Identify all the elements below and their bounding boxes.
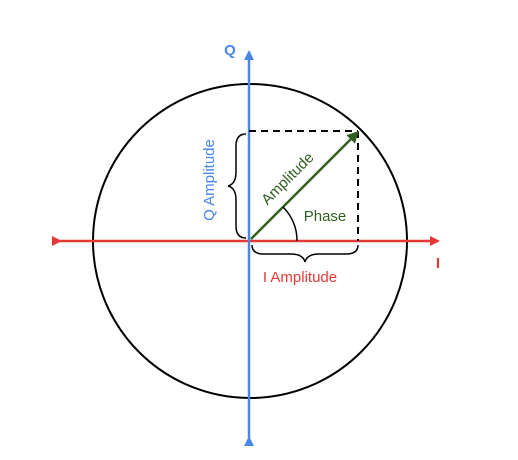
i-amplitude-brace <box>251 244 359 263</box>
phase-label: Phase <box>304 208 347 225</box>
i-axis-label: I <box>436 255 440 272</box>
i-amplitude-label: I Amplitude <box>263 269 337 286</box>
amplitude-label: Amplitude <box>258 149 317 208</box>
q-amplitude-label: Q Amplitude <box>201 139 218 221</box>
amplitude-vector <box>250 130 360 240</box>
q-axis-label: Q <box>224 42 236 59</box>
q-amplitude-brace <box>227 133 247 239</box>
phase-arc <box>282 206 298 242</box>
